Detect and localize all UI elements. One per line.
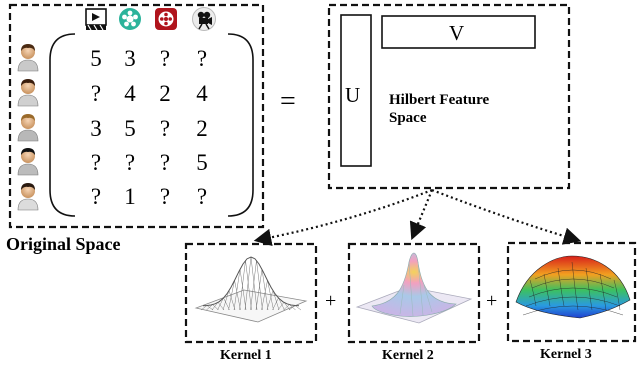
kernel-1-plot <box>194 256 308 323</box>
kernel-2-box <box>347 242 481 344</box>
matrix-cell: ? <box>160 46 170 71</box>
plus-sign-2: + <box>486 290 497 312</box>
equals-sign: = <box>280 86 296 117</box>
v-matrix-label: V <box>449 21 464 45</box>
feature-space-label-line1: Hilbert Feature <box>389 92 489 108</box>
feature-space-box <box>327 3 571 190</box>
kernel-3-box <box>506 241 637 343</box>
film-clapper-icon <box>85 8 107 31</box>
plus-sign-1: + <box>325 290 336 312</box>
user-avatar-icon <box>17 114 39 142</box>
matrix-cell: 3 <box>90 116 102 141</box>
kernel-2-plot <box>355 252 473 324</box>
matrix-cell: 4 <box>196 81 208 106</box>
arrow-to-kernel-3 <box>431 188 582 245</box>
user-avatar-icon <box>17 148 39 176</box>
kernel-1-box <box>184 242 318 344</box>
kernel-2-label: Kernel 2 <box>382 348 434 363</box>
v-matrix-box <box>381 15 536 49</box>
u-matrix-box <box>340 14 372 167</box>
matrix-cell: ? <box>197 184 207 209</box>
red-film-reel-icon <box>155 8 177 30</box>
matrix-cell: 2 <box>159 81 171 106</box>
matrix-left-bracket <box>49 33 76 217</box>
matrix-cell: ? <box>197 46 207 71</box>
u-matrix-label: U <box>345 83 360 107</box>
matrix-right-bracket <box>227 33 254 217</box>
matrix-cell: ? <box>91 81 101 106</box>
feature-space-label-line2: Space <box>389 110 427 126</box>
matrix-cell: 2 <box>196 116 208 141</box>
matrix-cell: ? <box>160 116 170 141</box>
matrix-cell: 5 <box>124 116 136 141</box>
kernel-3-label: Kernel 3 <box>540 347 592 362</box>
user-avatar-icon <box>17 183 39 211</box>
film-reel-icon <box>119 8 141 30</box>
kernel-3-plot <box>515 255 631 319</box>
matrix-cell: 1 <box>124 184 136 209</box>
user-avatar-icon <box>17 44 39 72</box>
matrix-cell: 5 <box>196 150 208 175</box>
matrix-cell: 3 <box>124 46 136 71</box>
matrix-cell: 4 <box>124 81 136 106</box>
matrix-cell: ? <box>91 150 101 175</box>
matrix-cell: 5 <box>90 46 102 71</box>
original-space-label: Original Space <box>6 234 121 254</box>
original-space-box <box>8 3 265 229</box>
arrow-to-kernel-2 <box>409 189 434 241</box>
matrix-cell: ? <box>125 150 135 175</box>
matrix-cell: ? <box>160 184 170 209</box>
kernel-1-label: Kernel 1 <box>220 348 272 363</box>
matrix-cell: ? <box>160 150 170 175</box>
matrix-cell: ? <box>91 184 101 209</box>
arrow-to-kernel-1 <box>253 188 433 247</box>
user-avatar-icon <box>17 79 39 107</box>
movie-camera-icon <box>192 7 216 31</box>
